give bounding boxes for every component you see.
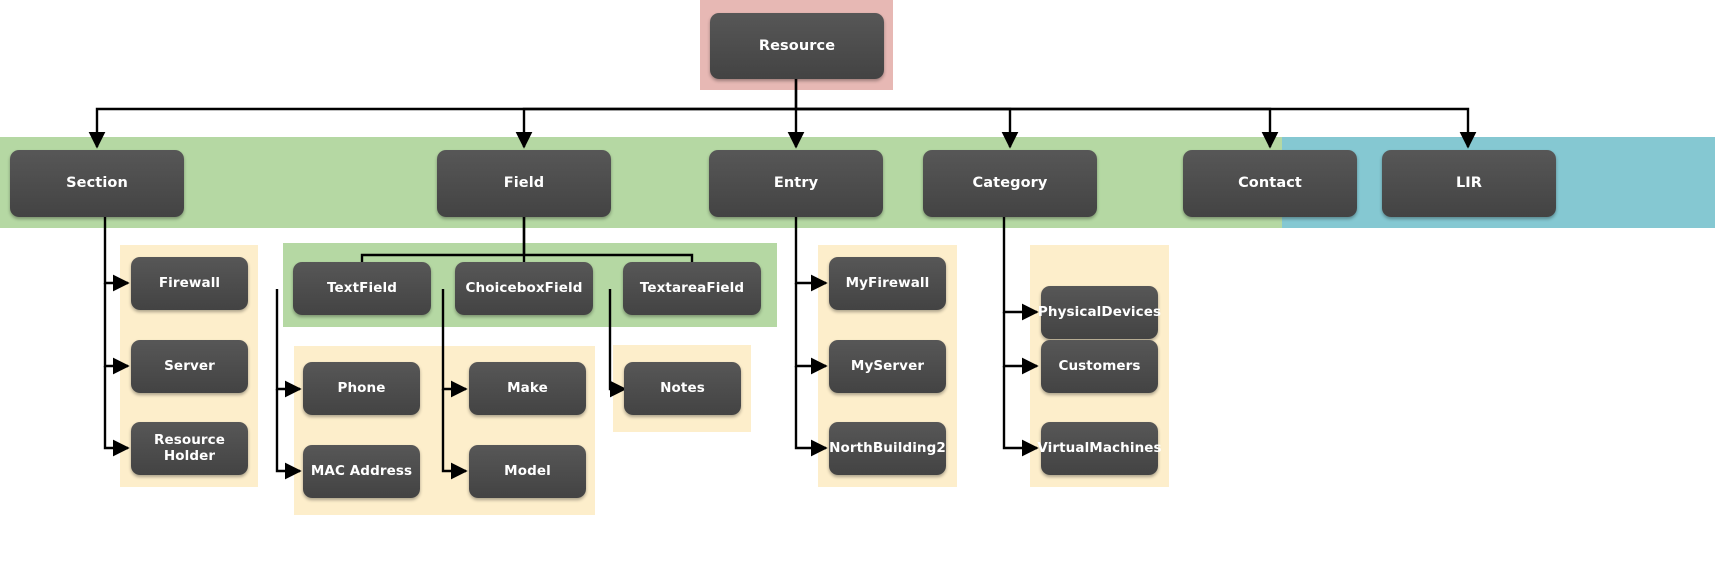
node-entry[interactable]: Entry — [709, 150, 883, 217]
node-textfield[interactable]: TextField — [293, 262, 431, 315]
node-make[interactable]: Make — [469, 362, 586, 415]
node-mac-address[interactable]: MAC Address — [303, 445, 420, 498]
node-northbuilding2[interactable]: NorthBuilding2 — [829, 422, 946, 475]
node-myserver[interactable]: MyServer — [829, 340, 946, 393]
node-lir[interactable]: LIR — [1382, 150, 1556, 217]
node-textareafield[interactable]: TextareaField — [623, 262, 761, 315]
node-contact[interactable]: Contact — [1183, 150, 1357, 217]
node-server[interactable]: Server — [131, 340, 248, 393]
node-choiceboxfield[interactable]: ChoiceboxField — [455, 262, 593, 315]
node-notes[interactable]: Notes — [624, 362, 741, 415]
node-virtualmachines[interactable]: VirtualMachines — [1037, 422, 1162, 475]
node-physicaldevices[interactable]: PhysicalDevices — [1038, 286, 1161, 339]
node-section[interactable]: Section — [10, 150, 184, 217]
node-category[interactable]: Category — [923, 150, 1097, 217]
node-resource[interactable]: Resource — [710, 13, 884, 79]
node-firewall[interactable]: Firewall — [131, 257, 248, 310]
node-model[interactable]: Model — [469, 445, 586, 498]
node-myfirewall[interactable]: MyFirewall — [829, 257, 946, 310]
node-resource-holder[interactable]: Resource Holder — [131, 422, 248, 475]
node-field[interactable]: Field — [437, 150, 611, 217]
node-customers[interactable]: Customers — [1041, 340, 1158, 393]
node-phone[interactable]: Phone — [303, 362, 420, 415]
